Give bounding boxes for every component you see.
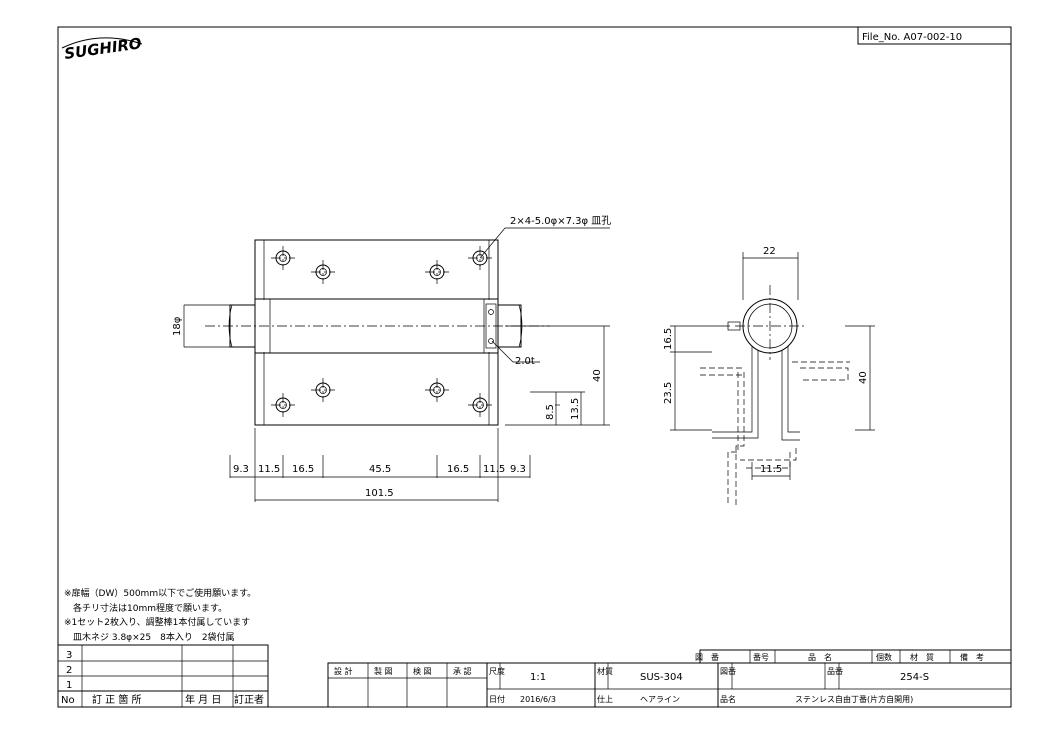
- screw-hole: [271, 246, 295, 270]
- pin-diameter: 18φ: [172, 316, 183, 336]
- title-block: [327, 649, 1012, 708]
- revision-table: [57, 644, 269, 708]
- thickness-callout: 2.0t: [515, 356, 535, 367]
- role-label: 製 図: [374, 666, 393, 676]
- scale-value: 1:1: [530, 672, 546, 683]
- note-line: ※1セット2枚入り、調整棒1本付属しています: [64, 616, 250, 628]
- dim-front-seg: 16.5: [292, 464, 314, 475]
- dim-side-height: 40: [858, 371, 869, 384]
- file-number: File_No. A07-002-10: [862, 32, 962, 43]
- dim-side-offset: 11.5: [760, 464, 782, 475]
- screw-hole: [311, 260, 335, 284]
- note-line: 各チリ寸法は10mm程度で願います。: [64, 602, 227, 614]
- screw-hole: [311, 378, 335, 402]
- dim-front-height: 40: [592, 369, 603, 382]
- dim-side-width: 22: [763, 246, 776, 257]
- revision-header: 年 月 日: [185, 693, 221, 706]
- material-label: 材質: [597, 666, 613, 676]
- finish-value: ヘアライン: [640, 695, 680, 704]
- date-value: 2016/6/3: [520, 695, 556, 704]
- role-label: 設 計: [334, 666, 353, 676]
- revision-header: 訂 正 箇 所: [92, 693, 142, 706]
- scale-label: 尺度: [489, 666, 505, 676]
- screw-hole: [425, 378, 449, 402]
- dim-front-h1: 8.5: [545, 404, 556, 420]
- parts-header: 品 名: [808, 652, 832, 662]
- parts-header: 番号: [753, 652, 769, 662]
- dim-front-h2: 13.5: [570, 398, 581, 420]
- screw-hole: [271, 393, 295, 417]
- dim-front-seg: 9.3: [233, 464, 249, 475]
- hole-spec-callout: 2×4-5.0φ×7.3φ 皿孔: [510, 215, 611, 227]
- revision-row-number: 3: [66, 650, 72, 661]
- revision-row-number: 2: [66, 665, 72, 676]
- dim-side-lower: 23.5: [663, 382, 674, 404]
- note-line: 皿木ネジ 3.8φ×25 8本入り 2袋付属: [64, 631, 235, 643]
- dim-front-seg: 9.3: [510, 464, 526, 475]
- material-value: SUS-304: [640, 672, 683, 683]
- parts-header: 備 考: [960, 652, 984, 662]
- front-view: [183, 227, 610, 502]
- finish-label: 仕上: [597, 694, 613, 704]
- screw-hole: [468, 393, 492, 417]
- svg-text:SUGHIRO: SUGHIRO: [63, 34, 143, 63]
- note-line: ※扉幅（DW）500mm以下でご使用願います。: [64, 587, 256, 599]
- dim-front-seg: 11.5: [258, 464, 280, 475]
- role-label: 承 認: [453, 666, 472, 676]
- dim-front-seg: 16.5: [447, 464, 469, 475]
- product-name: ステンレス自由丁番(片方自開用): [795, 694, 913, 704]
- part-no-value: 254-S: [900, 672, 929, 683]
- dim-front-seg: 11.5: [483, 464, 505, 475]
- parts-header: 材 質: [910, 652, 934, 662]
- drawing-no-label: 図番: [720, 666, 736, 676]
- screw-hole: [425, 260, 449, 284]
- company-logo: SUGHIRO: [61, 34, 143, 63]
- parts-header: 図 番: [695, 652, 719, 662]
- parts-header: 個数: [876, 652, 892, 662]
- revision-row-number: 1: [66, 680, 72, 691]
- screw-hole: [468, 246, 492, 270]
- side-view: [670, 252, 875, 506]
- name-label: 品名: [720, 694, 736, 704]
- date-label: 日付: [489, 694, 505, 704]
- dim-side-upper: 16.5: [663, 328, 674, 350]
- dim-front-seg: 45.5: [369, 464, 391, 475]
- part-no-label: 品番: [827, 666, 843, 676]
- revision-header: 訂正者: [234, 693, 264, 706]
- dim-front-total: 101.5: [365, 488, 394, 499]
- revision-header: No: [61, 695, 75, 706]
- role-label: 検 図: [413, 666, 432, 676]
- file-number-box: [857, 26, 1012, 45]
